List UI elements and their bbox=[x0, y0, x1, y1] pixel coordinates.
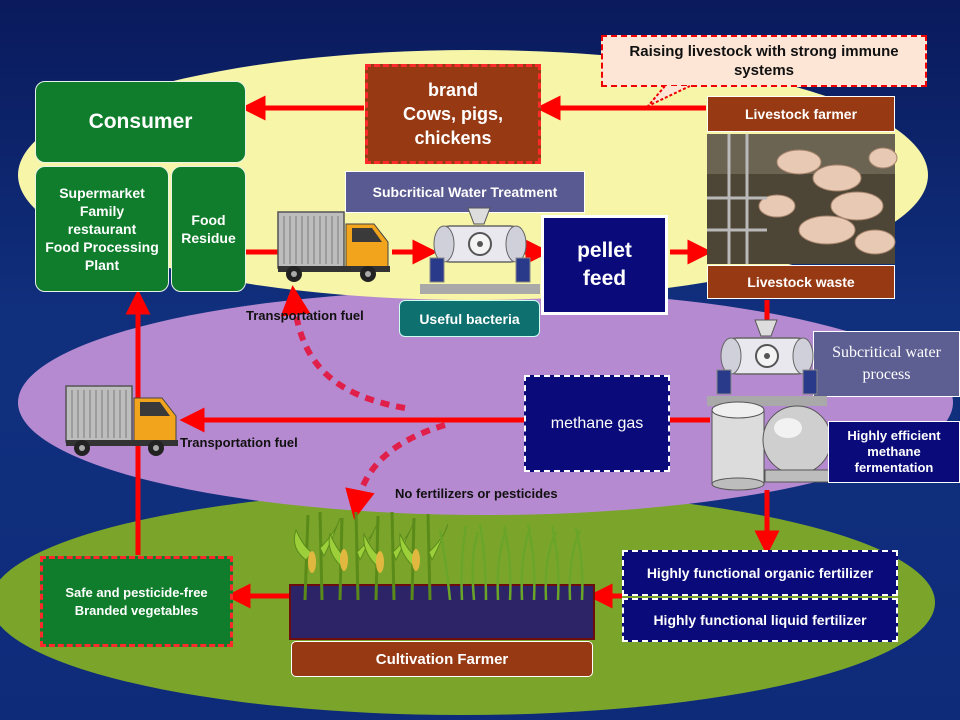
food-residue-box: Food Residue bbox=[171, 166, 246, 292]
transport-fuel-label-middle: Transportation fuel bbox=[180, 435, 298, 450]
safe-vegetables-box: Safe and pesticide-free Branded vegetabl… bbox=[40, 556, 233, 647]
organic-fertilizer-box: Highly functional organic fertilizer bbox=[622, 550, 898, 596]
pellet-feed-box: pellet feed bbox=[541, 215, 668, 315]
callout-immune-systems: Raising livestock with strong immune sys… bbox=[601, 35, 927, 87]
cultivation-farmer-label: Cultivation Farmer bbox=[291, 641, 593, 677]
methane-fermentation-label: Highly efficient methane fermentation bbox=[828, 421, 960, 483]
liquid-fertilizer-box: Highly functional liquid fertilizer bbox=[622, 598, 898, 642]
retail-box: Supermarket Family restaurant Food Proce… bbox=[35, 166, 169, 292]
subcritical-treatment-label: Subcritical Water Treatment bbox=[345, 171, 585, 213]
consumer-box: Consumer bbox=[35, 81, 246, 163]
brand-livestock-box: brand Cows, pigs, chickens bbox=[365, 64, 541, 164]
subcritical-process-label: Subcritical water process bbox=[813, 331, 960, 397]
useful-bacteria-label: Useful bacteria bbox=[399, 300, 540, 337]
methane-gas-box: methane gas bbox=[524, 375, 670, 472]
dotted-methane-to-field bbox=[345, 422, 446, 520]
transport-fuel-label-top: Transportation fuel bbox=[246, 308, 364, 323]
dotted-fuel-to-top-truck bbox=[280, 285, 406, 411]
livestock-farmer-label: Livestock farmer bbox=[707, 96, 895, 132]
no-fertilizers-label: No fertilizers or pesticides bbox=[395, 486, 558, 501]
livestock-waste-label: Livestock waste bbox=[707, 265, 895, 299]
